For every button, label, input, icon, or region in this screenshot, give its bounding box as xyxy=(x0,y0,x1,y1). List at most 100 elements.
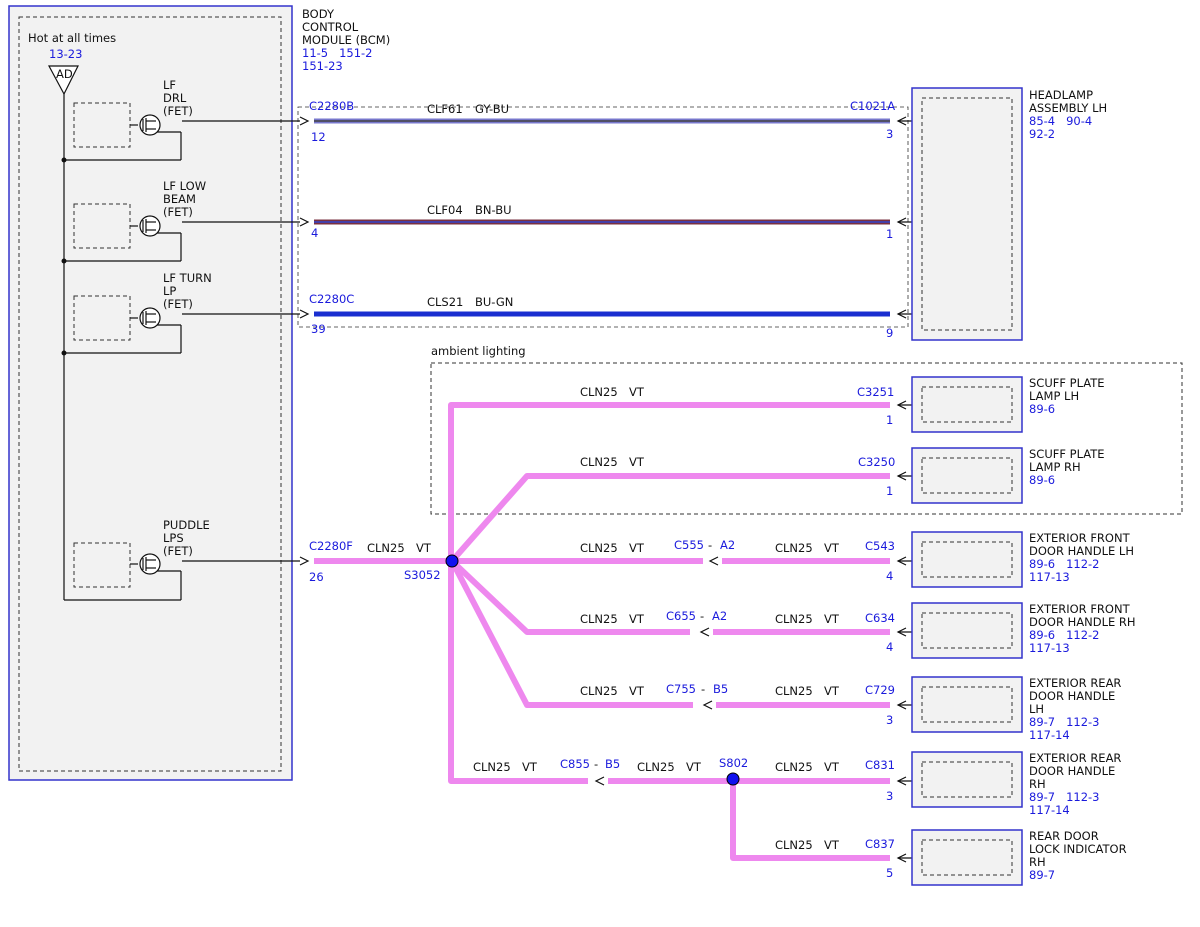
circuit-clf61: CLF61 xyxy=(427,102,463,116)
bcm-label-line-1: BODY xyxy=(302,7,335,21)
headlamp-ref-1[interactable]: 85-4 90-4 xyxy=(1029,114,1092,128)
circuit-cls21: CLS21 xyxy=(427,295,463,309)
branch-5-circuit3: CLN25 xyxy=(775,760,813,774)
lock-ind-label-1: REAR DOOR xyxy=(1029,829,1099,843)
connector-c831[interactable]: C831 xyxy=(865,758,895,772)
ext-front-lh-ref-2[interactable]: 117-13 xyxy=(1029,570,1070,584)
branch-5-color2: VT xyxy=(686,760,702,774)
branch-4-color2: VT xyxy=(824,684,840,698)
branch-4-color: VT xyxy=(629,684,645,698)
scuff-rh-ref[interactable]: 89-6 xyxy=(1029,473,1055,487)
connector-c2280f[interactable]: C2280F xyxy=(309,539,353,553)
component-exterior-front-door-handle-rh[interactable] xyxy=(911,602,1023,659)
fet-puddle-icon xyxy=(139,553,161,575)
fet-low-beam-label-2: BEAM xyxy=(163,192,196,206)
lock-ind-ref[interactable]: 89-7 xyxy=(1029,868,1055,882)
ext-front-lh-label-1: EXTERIOR FRONT xyxy=(1029,531,1131,545)
wire-cln25-trunk[interactable] xyxy=(314,402,890,861)
power-ref[interactable]: 13-23 xyxy=(49,47,82,61)
fet-drl-label-3: (FET) xyxy=(163,104,193,118)
splice-s3052-label[interactable]: S3052 xyxy=(404,568,441,582)
connector-c634[interactable]: C634 xyxy=(865,611,895,625)
headlamp-ref-2[interactable]: 92-2 xyxy=(1029,127,1055,141)
connector-c1021a[interactable]: C1021A xyxy=(850,99,895,113)
ext-front-rh-label-2: DOOR HANDLE RH xyxy=(1029,615,1136,629)
branch-3-pin: 4 xyxy=(886,640,893,654)
lock-ind-label-3: RH xyxy=(1029,855,1046,869)
branch-6-color: VT xyxy=(824,838,840,852)
branch-0-pin: 1 xyxy=(886,413,893,427)
pin-1-headlamp: 1 xyxy=(886,227,893,241)
component-headlamp-lh[interactable] xyxy=(911,87,1023,341)
fet-low-beam: LF LOW BEAM (FET) xyxy=(64,179,206,262)
ext-rear-rh-ref-1[interactable]: 89-7 112-3 xyxy=(1029,790,1099,804)
fet-turn-label-3: (FET) xyxy=(163,297,193,311)
ext-rear-lh-ref-1[interactable]: 89-7 112-3 xyxy=(1029,715,1099,729)
connector-c2280c[interactable]: C2280C xyxy=(309,292,354,306)
inline-c755[interactable]: C755 xyxy=(666,682,696,696)
scuff-lh-label-2: LAMP LH xyxy=(1029,389,1079,403)
splice-s3052-icon[interactable] xyxy=(445,554,459,568)
branch-6-pin: 5 xyxy=(886,866,893,880)
ext-front-rh-ref-1[interactable]: 89-6 112-2 xyxy=(1029,628,1099,642)
branch-5-circuit: CLN25 xyxy=(473,760,511,774)
connector-c837[interactable]: C837 xyxy=(865,837,895,851)
connector-c729[interactable]: C729 xyxy=(865,683,895,697)
ext-rear-lh-ref-2[interactable]: 117-14 xyxy=(1029,728,1070,742)
branch-4-circuit: CLN25 xyxy=(580,684,618,698)
pin-39: 39 xyxy=(311,322,326,336)
connector-c543[interactable]: C543 xyxy=(865,539,895,553)
ext-front-lh-ref-1[interactable]: 89-6 112-2 xyxy=(1029,557,1099,571)
splice-s802-label[interactable]: S802 xyxy=(719,756,748,770)
power-label: Hot at all times xyxy=(28,31,116,45)
color-gy-bu: GY-BU xyxy=(475,102,509,116)
scuff-lh-ref[interactable]: 89-6 xyxy=(1029,402,1055,416)
branch-2-circuit: CLN25 xyxy=(580,541,618,555)
bcm-ref-1[interactable]: 11-5 151-2 xyxy=(302,46,372,60)
circuit-clf04: CLF04 xyxy=(427,203,463,217)
wire-clf04[interactable] xyxy=(182,217,920,227)
inline-c755-dash: - xyxy=(701,682,705,696)
inline-c655-dash: - xyxy=(700,609,704,623)
component-rear-door-lock-indicator-rh[interactable] xyxy=(911,829,1023,886)
splice-s802-icon[interactable] xyxy=(726,772,740,786)
connector-c2280b[interactable]: C2280B xyxy=(309,99,354,113)
component-scuff-plate-lamp-rh[interactable] xyxy=(911,447,1023,504)
ext-rear-lh-label-2: DOOR HANDLE xyxy=(1029,689,1115,703)
ext-rear-lh-label-3: LH xyxy=(1029,702,1044,716)
fet-low-beam-icon xyxy=(139,215,161,237)
component-exterior-rear-door-handle-lh[interactable] xyxy=(911,676,1023,733)
connector-c3250[interactable]: C3250 xyxy=(858,455,895,469)
component-exterior-front-door-handle-lh[interactable] xyxy=(911,531,1023,588)
wire-clf61[interactable] xyxy=(182,116,920,126)
wire-cls21[interactable] xyxy=(182,309,920,319)
ext-front-rh-label-1: EXTERIOR FRONT xyxy=(1029,602,1131,616)
branch-1-color: VT xyxy=(629,455,645,469)
component-exterior-rear-door-handle-rh[interactable] xyxy=(911,751,1023,808)
inline-c555[interactable]: C555 xyxy=(674,538,704,552)
ext-front-rh-ref-2[interactable]: 117-13 xyxy=(1029,641,1070,655)
ext-rear-rh-ref-2[interactable]: 117-14 xyxy=(1029,803,1070,817)
branch-6-circuit: CLN25 xyxy=(775,838,813,852)
fet-puddle-label-3: (FET) xyxy=(163,544,193,558)
branch-1-circuit: CLN25 xyxy=(580,455,618,469)
fet-puddle-label-2: LPS xyxy=(163,531,184,545)
ambient-lighting-label: ambient lighting xyxy=(431,344,526,358)
fet-puddle: PUDDLE LPS (FET) xyxy=(64,518,210,601)
branch-3-circuit: CLN25 xyxy=(580,612,618,626)
ext-rear-rh-label-3: RH xyxy=(1029,777,1046,791)
scuff-rh-label-2: LAMP RH xyxy=(1029,460,1081,474)
inline-c655[interactable]: C655 xyxy=(666,609,696,623)
color-bu-gn: BU-GN xyxy=(475,295,513,309)
scuff-lh-label-1: SCUFF PLATE xyxy=(1029,376,1105,390)
connector-c3251[interactable]: C3251 xyxy=(857,385,894,399)
bcm-label-line-2: CONTROL xyxy=(302,20,359,34)
fet-low-beam-label-3: (FET) xyxy=(163,205,193,219)
inline-c855[interactable]: C855 xyxy=(560,757,590,771)
pin-9-headlamp: 9 xyxy=(886,326,893,340)
component-scuff-plate-lamp-lh[interactable] xyxy=(911,376,1023,433)
bcm-ref-2[interactable]: 151-23 xyxy=(302,59,343,73)
pin-4: 4 xyxy=(311,226,318,240)
branch-2-color2: VT xyxy=(824,541,840,555)
